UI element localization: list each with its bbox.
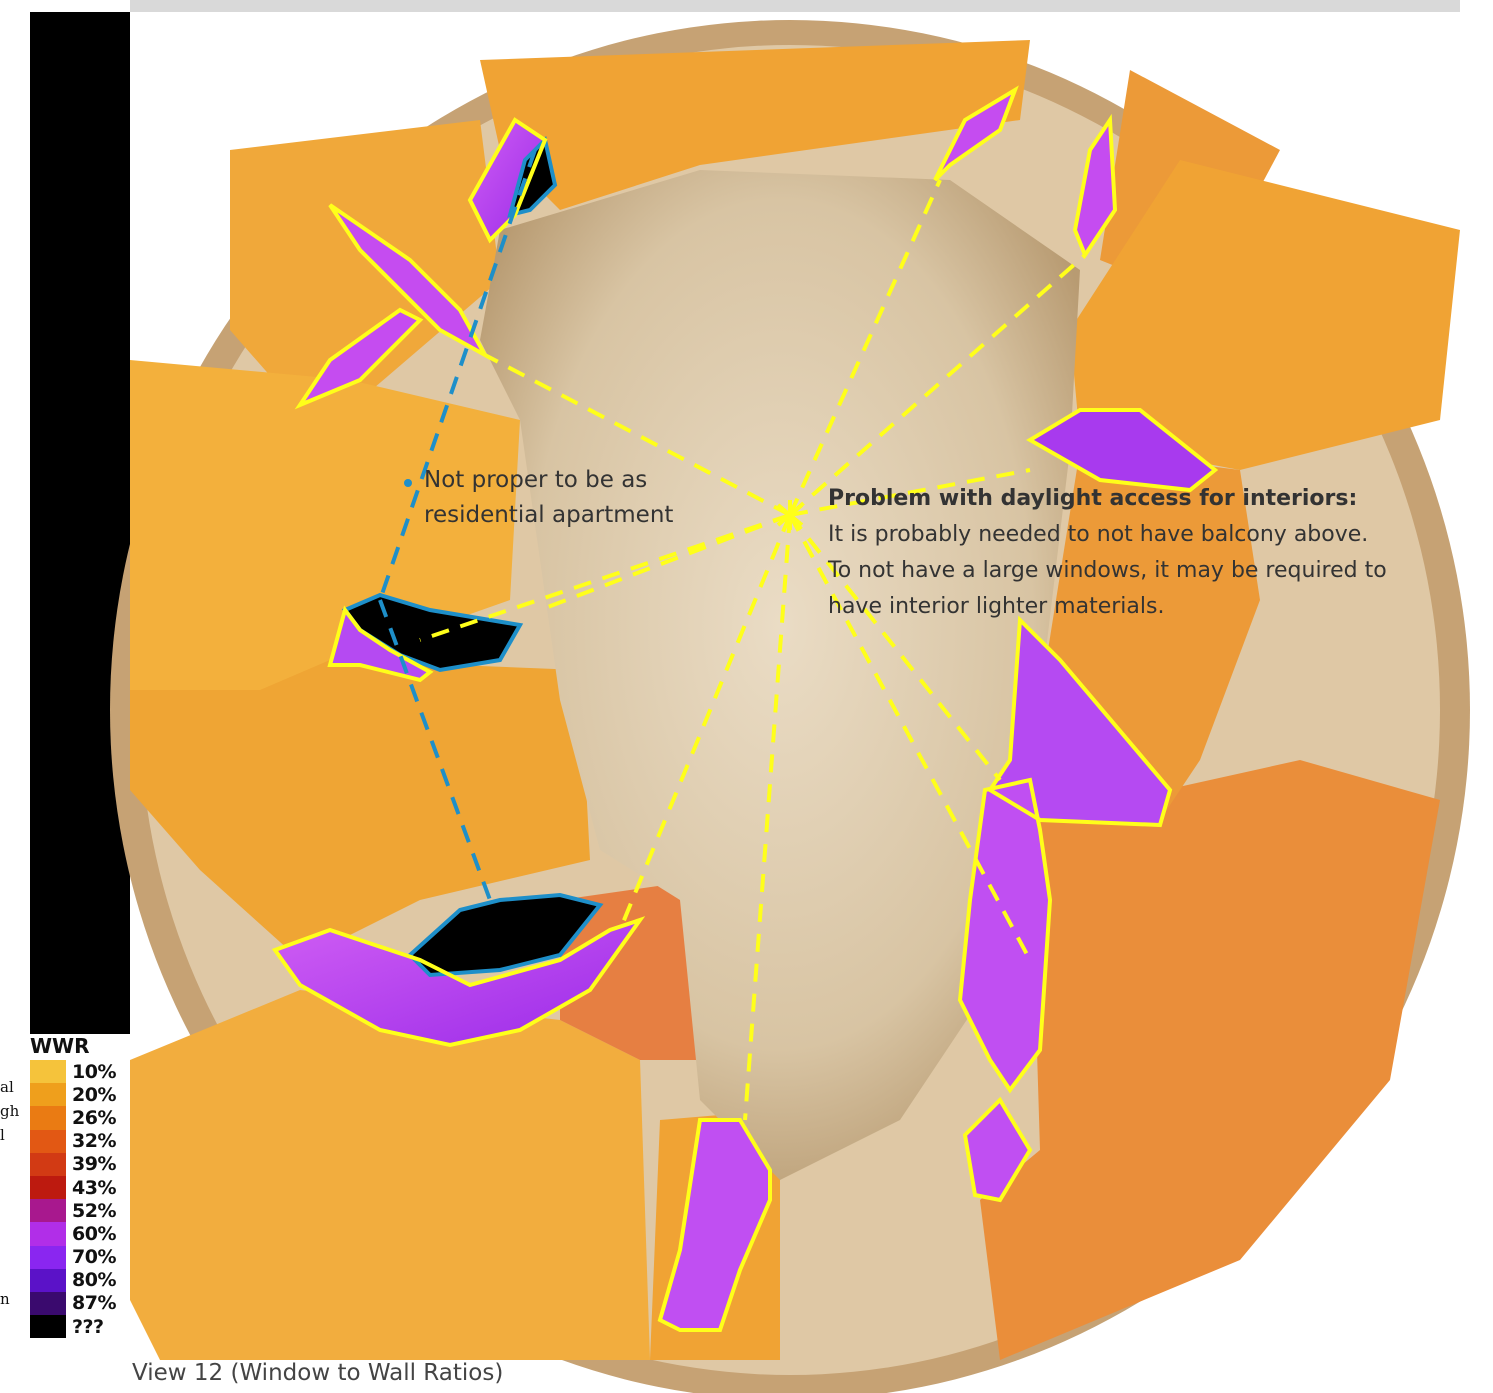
legend-swatch [30,1060,66,1084]
left-black-bar [30,12,130,1034]
legend-swatch [30,1315,66,1339]
blue-annotation-line2: residential apartment [424,502,674,528]
legend-row: 20% [30,1083,130,1107]
legend-swatch [30,1083,66,1107]
facade-left-mid [130,360,520,780]
legend-swatch [30,1199,66,1223]
legend-swatch [30,1152,66,1176]
window-right-long [990,620,1170,825]
yellow-annotation: Problem with daylight access for interio… [828,481,1387,625]
window-bottom-center [660,1120,770,1330]
wwr-legend: 10%20%26%32%39%43%52%60%70%80%87%??? [30,1060,130,1339]
legend-label: 70% [72,1246,116,1269]
legend-row: 39% [30,1152,130,1176]
facade-bottom-center [560,880,720,1060]
unknown-panel-bottom [407,892,604,978]
yellow-annotation-line3: have interior lighter materials. [828,594,1165,619]
clipped-text-4: n [0,1290,10,1308]
legend-swatch [30,1175,66,1200]
legend-row: 26% [30,1106,130,1130]
legend-row: 43% [30,1175,130,1200]
yellow-annotation-line1: It is probably needed to not have balcon… [828,522,1369,547]
clipped-text-1: al [0,1078,14,1096]
blue-annotation: Not proper to be as residential apartmen… [424,463,673,533]
legend-row: ??? [30,1315,130,1339]
legend-label: 32% [72,1130,116,1153]
legend-row: 32% [30,1129,130,1153]
top-backdrop [130,0,1460,12]
facade-top [480,40,1030,210]
yellow-annotation-heading: Problem with daylight access for interio… [828,486,1358,511]
legend-swatch [30,1291,66,1316]
legend-swatch [30,1106,66,1130]
window-top-left-1 [470,120,545,240]
legend-label: 20% [72,1083,116,1106]
legend-row: 52% [30,1199,130,1223]
legend-label: 39% [72,1153,116,1176]
legend-row: 10% [30,1060,130,1084]
legend-row: 70% [30,1245,130,1269]
legend-swatch [30,1129,66,1153]
facade-right-lower [980,760,1440,1360]
clipped-text-2: gh [0,1102,20,1120]
daylight-rays [419,179,1087,1121]
window-top-center [935,90,1015,180]
legend-row: 87% [30,1291,130,1316]
legend-row: 60% [30,1222,130,1246]
window-top-left-2 [330,205,485,355]
legend-label: 60% [72,1222,116,1245]
legend-label: 80% [72,1269,116,1292]
ray-origin-star [776,500,804,530]
blue-annotation-line1: Not proper to be as [424,467,648,493]
legend-label: 43% [72,1176,116,1199]
legend-label: ??? [72,1315,104,1338]
facade-bottom-left [130,990,650,1360]
window-top-right [1075,120,1115,255]
window-right-upper [1030,410,1215,490]
window-bottom-left [275,920,640,1045]
legend-row: 80% [30,1268,130,1292]
legend-swatch [30,1245,66,1269]
facade-right-upper [1070,160,1460,470]
facade-left-upper [230,120,500,410]
legend-label: 87% [72,1292,116,1315]
window-yellow-outlines [271,85,1219,1332]
legend-title: WWR [30,1034,90,1058]
legend-label: 10% [72,1060,116,1083]
window-top-left-3 [300,310,420,405]
legend-swatch [30,1268,66,1292]
facade-left-lower [130,660,590,960]
blue-dashed-link [378,149,537,901]
clipped-text-3: l [0,1126,5,1144]
window-right-column [960,780,1050,1090]
legend-label: 52% [72,1199,116,1222]
blue-note-anchor [404,479,412,487]
yellow-annotation-line2: To not have a large windows, it may be r… [828,558,1387,583]
view-caption: View 12 (Window to Wall Ratios) [132,1360,504,1386]
legend-swatch [30,1222,66,1246]
legend-label: 26% [72,1106,116,1129]
